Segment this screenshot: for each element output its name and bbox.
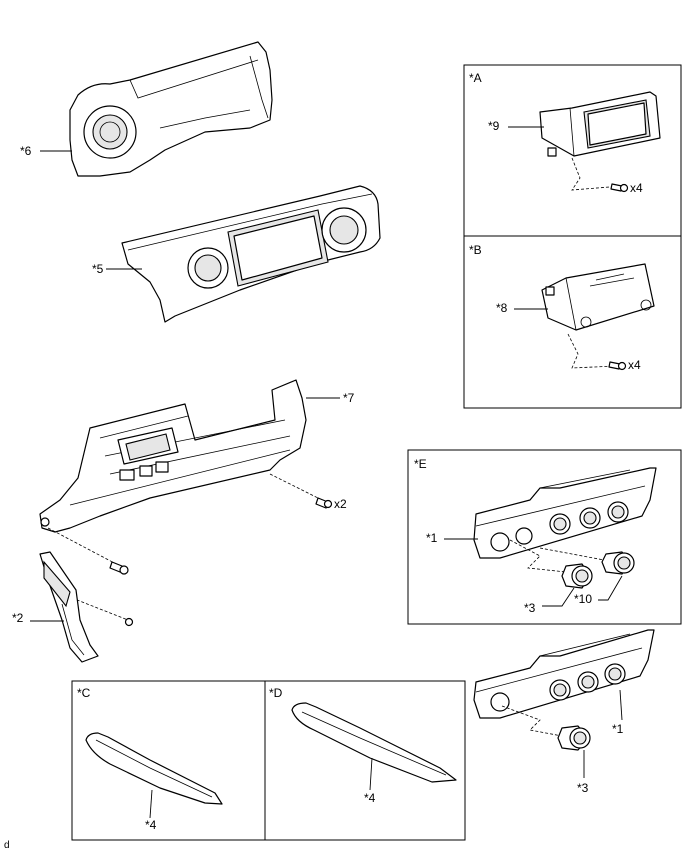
- label-part-5: *5: [92, 262, 104, 276]
- box-d-title: *D: [269, 686, 283, 700]
- box-e-title: *E: [414, 457, 427, 471]
- dashed-line-9: [571, 157, 623, 191]
- label-part-7: *7: [343, 391, 355, 405]
- leader-lower-1: [619, 689, 623, 721]
- part-3-socket: [557, 725, 591, 751]
- label-part-8: *8: [496, 301, 508, 315]
- part-1-heater-control-panel-e: [473, 467, 657, 559]
- part-6-meter-hood: [69, 41, 273, 177]
- label-d-part-4: *4: [364, 791, 376, 805]
- bolt-icon: [315, 497, 333, 509]
- dashed-line-8: [567, 333, 617, 369]
- label-lower-part-3: *3: [577, 781, 589, 795]
- label-e-part-1: *1: [426, 531, 438, 545]
- label-part-2: *2: [12, 611, 24, 625]
- part-5-center-cluster-panel: [121, 185, 381, 323]
- box-a-title: *A: [469, 71, 482, 85]
- bolt-icon-a: [610, 183, 629, 193]
- leader-e10: [598, 575, 623, 601]
- box-c-title: *C: [77, 686, 91, 700]
- box-e: [407, 449, 682, 625]
- bolt-icon-b: [608, 361, 627, 371]
- label-lower-part-1: *1: [612, 722, 624, 736]
- dashed-line-e3: [509, 539, 567, 573]
- part-8-radio-receiver: [541, 263, 655, 331]
- box-b-title: *B: [469, 243, 482, 257]
- leader-e3: [542, 587, 575, 607]
- part-7-lower-instrument-panel: [39, 379, 307, 533]
- part-9-navigation-receiver: [539, 91, 661, 157]
- label-part-9: *9: [488, 119, 500, 133]
- dashed-line-screw-2a: [47, 527, 121, 567]
- box-b: [463, 235, 682, 409]
- part-1-heater-control-panel: [473, 629, 655, 719]
- box-d: [264, 680, 466, 841]
- label-qty-b: x4: [628, 358, 641, 372]
- label-e-part-10: *10: [574, 592, 592, 606]
- part-10-socket-e: [601, 551, 635, 575]
- dashed-line-clip-2: [71, 597, 129, 621]
- dashed-line-bolt-7: [269, 473, 323, 501]
- label-e-part-3: *3: [524, 601, 536, 615]
- screw-icon: [109, 561, 129, 575]
- part-2-side-cover: [39, 551, 99, 663]
- clip-icon: [124, 617, 134, 627]
- leader-d4: [369, 757, 373, 791]
- corner-mark: d: [4, 840, 10, 851]
- label-bolt-qty-7: x2: [334, 497, 347, 511]
- dashed-line-e10: [539, 547, 605, 561]
- part-4-garnish-d: [291, 702, 457, 783]
- part-3-socket-e: [561, 563, 593, 589]
- label-c-part-4: *4: [145, 818, 157, 832]
- box-c: [71, 680, 266, 841]
- leader-c4: [149, 789, 153, 819]
- label-part-6: *6: [20, 144, 32, 158]
- part-4-garnish-c: [85, 732, 223, 805]
- dashed-line-lower-3: [501, 705, 563, 737]
- label-qty-a: x4: [630, 181, 643, 195]
